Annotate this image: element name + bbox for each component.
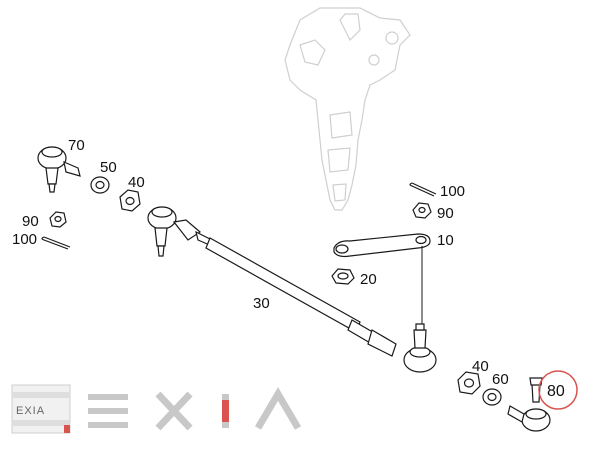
watermark-letters xyxy=(88,387,302,431)
callout-40-lower[interactable]: 40 xyxy=(472,358,489,375)
steering-gearbox-ghost xyxy=(284,7,411,211)
callout-40-upper[interactable]: 40 xyxy=(128,174,145,191)
watermark-letter-x xyxy=(155,391,193,431)
callout-60[interactable]: 60 xyxy=(492,371,509,388)
watermark-letter-e xyxy=(88,394,128,428)
part-40-nut-upper[interactable] xyxy=(119,189,141,212)
watermark: EXIA xyxy=(11,384,302,434)
part-50-nut[interactable] xyxy=(90,176,110,194)
callout-50[interactable]: 50 xyxy=(100,159,117,176)
part-10-arm[interactable] xyxy=(333,233,431,258)
callout-90-left[interactable]: 90 xyxy=(22,213,39,230)
part-40-nut-lower[interactable] xyxy=(457,371,481,395)
callout-100-left[interactable]: 100 xyxy=(12,231,37,248)
callout-100-right[interactable]: 100 xyxy=(440,183,465,200)
callout-90-right[interactable]: 90 xyxy=(437,205,454,222)
part-20-nut[interactable] xyxy=(331,268,355,285)
part-90-castle-nut-right[interactable] xyxy=(412,202,432,219)
part-80-tie-rod-end[interactable] xyxy=(507,377,551,432)
callout-20[interactable]: 20 xyxy=(360,271,377,288)
part-30-tie-rod[interactable] xyxy=(147,206,437,373)
part-100-cotter-pin-right[interactable] xyxy=(409,182,437,197)
part-60-nut[interactable] xyxy=(482,388,502,406)
callout-80-highlight[interactable]: 80 xyxy=(538,370,578,410)
callout-80[interactable]: 80 xyxy=(547,383,565,400)
watermark-logo-badge: EXIA xyxy=(11,384,71,434)
watermark-logo-text: EXIA xyxy=(16,405,45,417)
callout-70[interactable]: 70 xyxy=(68,137,85,154)
callout-30[interactable]: 30 xyxy=(253,295,270,312)
part-70-tie-rod-end[interactable] xyxy=(37,146,81,193)
part-100-cotter-pin-left[interactable] xyxy=(41,236,71,250)
watermark-letter-i xyxy=(222,394,229,428)
highlight-ring xyxy=(538,370,578,410)
watermark-letter-a xyxy=(254,387,302,430)
callout-10[interactable]: 10 xyxy=(437,232,454,249)
part-90-castle-nut-left[interactable] xyxy=(49,211,67,228)
